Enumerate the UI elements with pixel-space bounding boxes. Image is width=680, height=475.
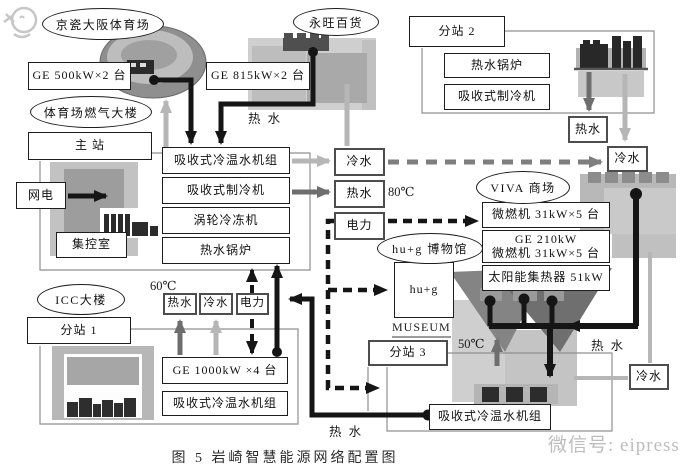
gas-building-site-label: 体育场燃气大楼 xyxy=(30,96,152,128)
s2-boiler-box: 热水锅炉 xyxy=(444,53,550,78)
icc-site-label: ICC大楼 xyxy=(37,284,125,315)
hug-box: hu+g xyxy=(394,262,454,318)
hot-water-node-right: 热水 xyxy=(568,116,608,143)
viva-site-label: VIVA 商场 xyxy=(476,171,570,204)
cold-water-node-top-right: 冷水 xyxy=(607,146,648,172)
s2-chiller-text: 吸收式制冷机 xyxy=(457,89,536,104)
museum-site-label: hu+g 博物馆 xyxy=(377,233,483,264)
museum-site-text: hu+g 博物馆 xyxy=(392,242,468,256)
grid-power-text: 网电 xyxy=(27,187,54,202)
s3-chw-unit-box: 吸收式冷温水机组 xyxy=(429,404,551,430)
watermark-label: 微信号: eipress xyxy=(548,435,680,456)
main-station-text: 主 站 xyxy=(74,138,105,153)
control-room-text: 集控室 xyxy=(71,237,111,252)
control-room-box: 集控室 xyxy=(56,232,127,258)
power-center-text: 电力 xyxy=(346,218,373,233)
hot-viva-text: 热 水 xyxy=(591,339,626,353)
icc-power-node: 电力 xyxy=(236,293,269,315)
viva-mgt1-box: 微燃机 31kW×5 台 xyxy=(482,202,610,228)
cold-bottom-right-text: 冷水 xyxy=(635,369,662,384)
icc-hot-node: 热水 xyxy=(163,293,197,315)
eq-chw-unit-text: 吸收式冷温水机组 xyxy=(173,152,278,167)
stadium-site-label: 京瓷大阪体育场 xyxy=(42,8,164,40)
icc-chw-unit-text: 吸收式冷温水机组 xyxy=(172,395,277,410)
ge815-box: GE 815kW×2 台 xyxy=(206,62,310,90)
s2-chiller-box: 吸收式制冷机 xyxy=(444,84,550,110)
temp-60-text: 60℃ xyxy=(150,279,177,293)
grid-power-box: 网电 xyxy=(16,182,66,209)
eq-chw-unit-box: 吸收式冷温水机组 xyxy=(162,147,290,174)
hot-water-label-top: 热 水 xyxy=(248,108,282,127)
hot-top-text: 热 水 xyxy=(248,112,283,126)
aeon-site-label: 永旺百货 xyxy=(293,8,379,36)
temp-50-label: 50℃ xyxy=(458,336,484,352)
substation2-building-image xyxy=(574,36,648,97)
hot-water-label-viva: 热 水 xyxy=(591,335,625,354)
stadium-site-text: 京瓷大阪体育场 xyxy=(55,17,151,32)
substation3-box: 分站 3 xyxy=(368,340,448,366)
viva-ge-box: GE 210kW 微燃机 31kW×5 台 xyxy=(482,230,610,263)
viva-solar-box: 太阳能集热器 51kW xyxy=(482,265,610,291)
main-station-box: 主 站 xyxy=(28,132,152,160)
icc-cold-text: 冷水 xyxy=(203,297,229,310)
hot-bottom-text: 热 水 xyxy=(329,425,364,439)
eq-boiler-box: 热水锅炉 xyxy=(162,237,290,264)
eq-turbine-text: 涡轮冷冻机 xyxy=(193,212,259,227)
eq-turbine-box: 涡轮冷冻机 xyxy=(162,207,290,234)
gas-building-text: 体育场燃气大楼 xyxy=(43,105,139,120)
s3-chw-unit-text: 吸收式冷温水机组 xyxy=(437,409,542,424)
cold-center-text: 冷水 xyxy=(346,154,373,169)
viva-site-text: VIVA 商场 xyxy=(490,181,556,195)
watermark-text: 微信号: eipress xyxy=(548,430,680,457)
hot-water-node-center: 热水 xyxy=(334,180,385,208)
power-dashed-lines xyxy=(246,215,479,394)
temp-60-label: 60℃ xyxy=(150,278,176,294)
icc-hot-text: 热水 xyxy=(167,297,193,310)
icc-building-image xyxy=(52,346,154,420)
substation2-text: 分站 2 xyxy=(438,23,476,38)
viva-ge-text: GE 210kW xyxy=(514,231,578,246)
wechat-logo-icon xyxy=(3,6,38,39)
temp-80-text: 80℃ xyxy=(388,185,415,199)
substation3-text: 分站 3 xyxy=(389,345,427,360)
substation1-box: 分站 1 xyxy=(27,317,131,344)
icc-power-text: 电力 xyxy=(240,297,265,310)
cold-water-node-bottom-right: 冷水 xyxy=(629,364,669,390)
ge500-box: GE 500kW×2 台 xyxy=(28,62,131,90)
hot-water-label-bottom: 热 水 xyxy=(329,421,363,440)
icc-chw-unit-box: 吸收式冷温水机组 xyxy=(162,391,288,416)
cold-top-right-text: 冷水 xyxy=(614,151,641,166)
aeon-site-text: 永旺百货 xyxy=(308,15,363,30)
s2-boiler-text: 热水锅炉 xyxy=(470,57,523,72)
museum-caption-text: MUSEUM xyxy=(392,320,451,334)
icc-site-text: ICC大楼 xyxy=(55,293,107,307)
ge500-text: GE 500kW×2 台 xyxy=(32,68,127,83)
viva-solar-text: 太阳能集热器 51kW xyxy=(488,270,604,285)
viva-mgt1-text: 微燃机 31kW×5 台 xyxy=(491,207,601,222)
eq-chiller-text: 吸收式制冷机 xyxy=(186,182,265,197)
eq-chiller-box: 吸收式制冷机 xyxy=(162,177,290,204)
icc-cold-node: 冷水 xyxy=(199,293,233,315)
temp-50-text: 50℃ xyxy=(458,337,485,351)
power-node-center: 电力 xyxy=(334,212,385,240)
substation1-text: 分站 1 xyxy=(60,322,98,337)
ge1000-text: GE 1000kW ×4 台 xyxy=(172,362,278,377)
eq-boiler-text: 热水锅炉 xyxy=(199,242,252,257)
viva-mgt2-text: 微燃机 31kW×5 台 xyxy=(491,245,601,260)
hot-right-text: 热水 xyxy=(574,121,601,136)
figure-caption-text: 图 5 岩崎智慧能源网络配置图 xyxy=(171,451,399,466)
hot-water-lines xyxy=(174,72,595,366)
substation2-box: 分站 2 xyxy=(409,16,505,47)
hot-center-text: 热水 xyxy=(346,186,373,201)
hug-text: hu+g xyxy=(409,282,439,297)
museum-caption: MUSEUM xyxy=(392,320,451,338)
ge1000-box: GE 1000kW ×4 台 xyxy=(162,357,288,384)
figure-caption: 图 5 岩崎智慧能源网络配置图 xyxy=(120,447,450,467)
temp-80-label: 80℃ xyxy=(388,184,414,200)
trunk-pipes xyxy=(68,47,642,421)
cold-water-node-center: 冷水 xyxy=(334,148,385,176)
cold-water-lines xyxy=(160,74,652,380)
ge815-text: GE 815kW×2 台 xyxy=(210,68,306,83)
